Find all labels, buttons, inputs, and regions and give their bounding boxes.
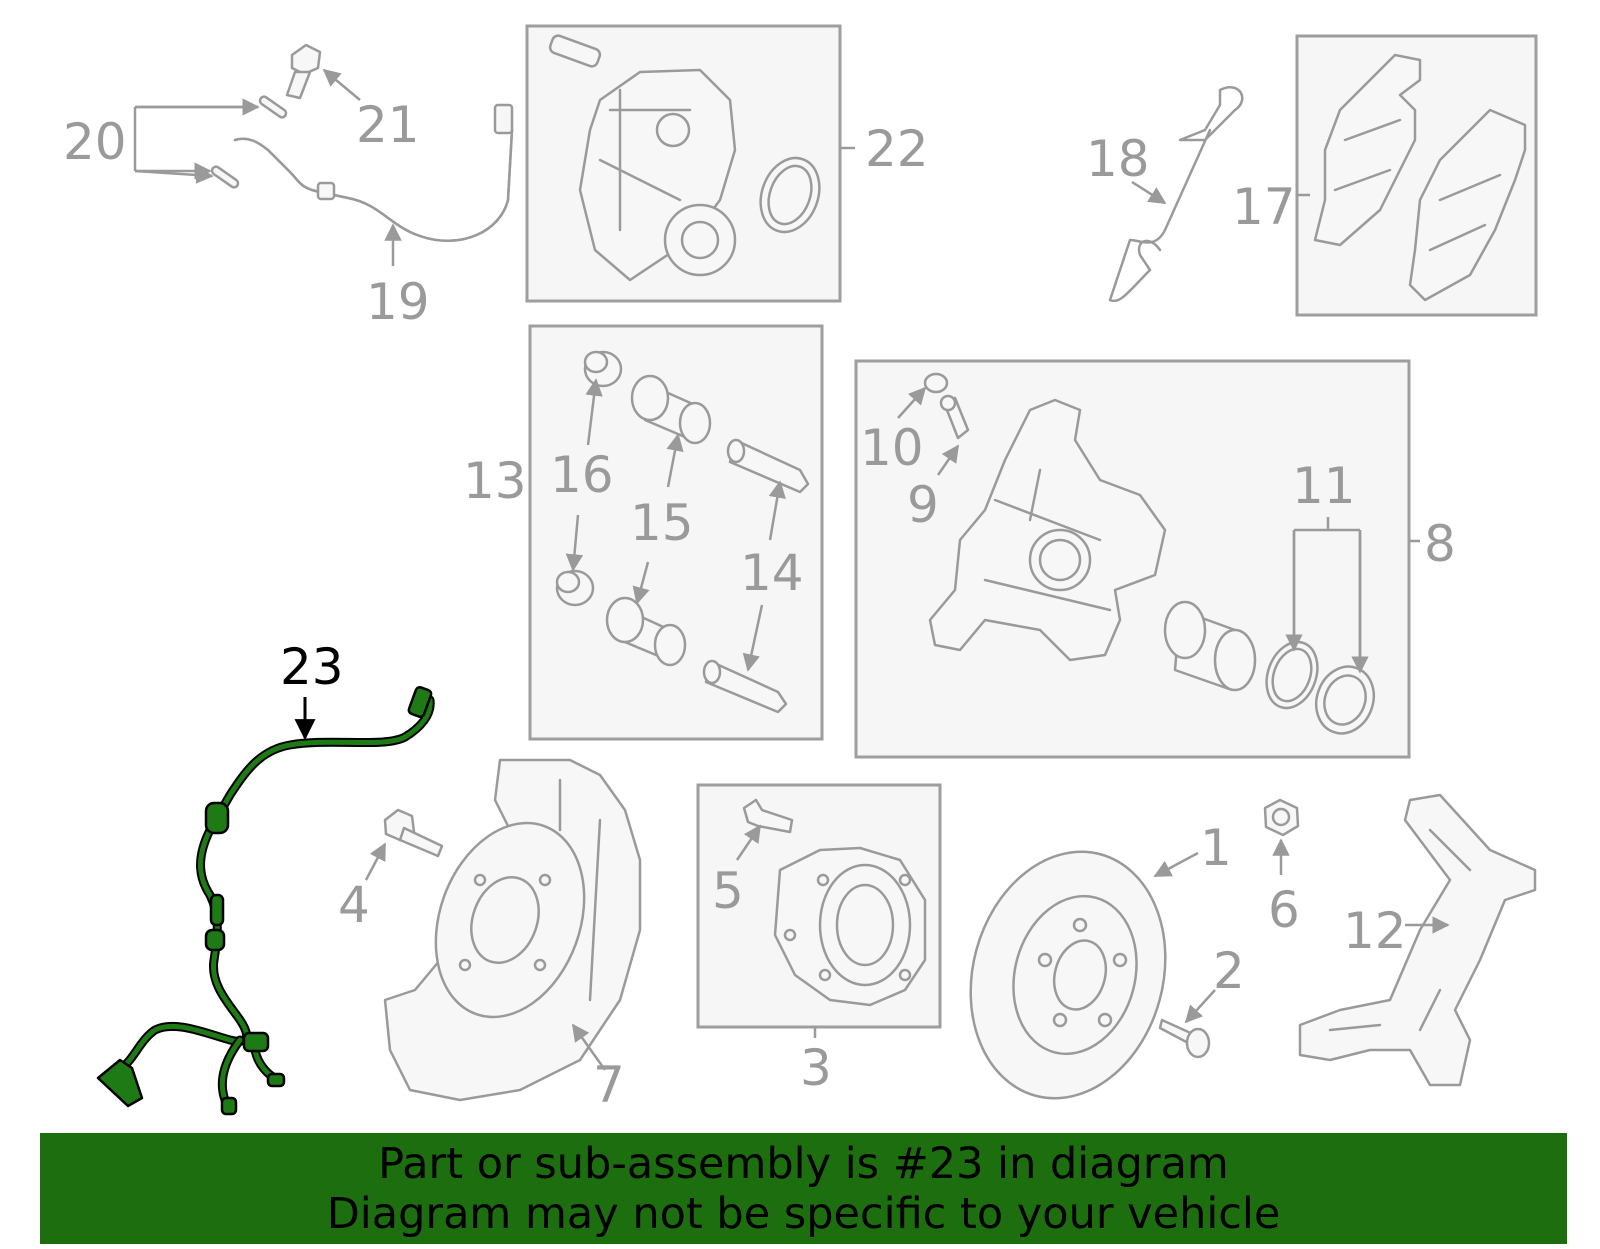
hub-bolt-5: [742, 798, 794, 834]
clip-20: [210, 95, 288, 189]
callout-5: 5: [712, 862, 744, 920]
rotor-1: [969, 850, 1167, 1100]
abs-sensor-harness-23: [96, 685, 435, 1116]
brake-pads-17: [1313, 53, 1527, 302]
callout-3: 3: [800, 1039, 832, 1097]
callout-17: 17: [1232, 178, 1296, 236]
callout-6: 6: [1268, 881, 1300, 939]
dust-shield-7: [383, 758, 642, 1102]
screw-2: [1158, 1018, 1211, 1059]
caliper-motor-22: [548, 34, 821, 282]
brake-hose-19: [233, 103, 514, 242]
seal-11b: [1314, 665, 1376, 735]
bleeder-cap-10: [923, 372, 949, 394]
nut-6: [1263, 798, 1300, 837]
callout-1: 1: [1200, 819, 1232, 877]
callout-13: 13: [463, 452, 527, 510]
piston-8: [1163, 600, 1257, 692]
callout-21: 21: [356, 96, 420, 154]
callout-9: 9: [907, 476, 939, 534]
callout-2: 2: [1213, 942, 1245, 1000]
info-banner: Part or sub-assembly is #23 in diagram D…: [40, 1133, 1567, 1244]
callout-4: 4: [338, 876, 370, 934]
callout-20: 20: [63, 113, 127, 171]
bleeder-screw-9: [939, 394, 970, 440]
guide-pin-14b: [702, 659, 788, 714]
bolt-21: [285, 43, 322, 100]
callout-12: 12: [1343, 902, 1407, 960]
group-box-13: [528, 324, 824, 741]
callout-22: 22: [865, 120, 929, 178]
bolt-4: [383, 808, 444, 858]
caliper-body-8: [928, 398, 1167, 662]
bushing-15a: [630, 374, 712, 445]
wear-sensor-18: [1108, 86, 1244, 303]
callout-23: 23: [280, 638, 344, 696]
callout-15: 15: [630, 494, 694, 552]
callout-14: 14: [740, 544, 804, 602]
callout-11: 11: [1292, 457, 1356, 515]
boot-16b: [555, 569, 595, 607]
banner-line-2: Diagram may not be specific to your vehi…: [326, 1189, 1281, 1239]
banner-line-1: Part or sub-assembly is #23 in diagram: [378, 1139, 1229, 1189]
guide-pin-14a: [726, 438, 810, 494]
callout-16: 16: [550, 446, 614, 504]
callout-18: 18: [1086, 130, 1150, 188]
callout-19: 19: [366, 273, 430, 331]
callout-10: 10: [860, 419, 924, 477]
callout-8: 8: [1424, 515, 1456, 573]
boot-16a: [583, 350, 623, 388]
callout-7: 7: [593, 1056, 625, 1114]
bushing-15b: [605, 596, 687, 667]
caliper-bracket-12: [1298, 793, 1537, 1087]
wheel-hub-3: [773, 846, 927, 1007]
seal-11a: [1265, 640, 1319, 710]
